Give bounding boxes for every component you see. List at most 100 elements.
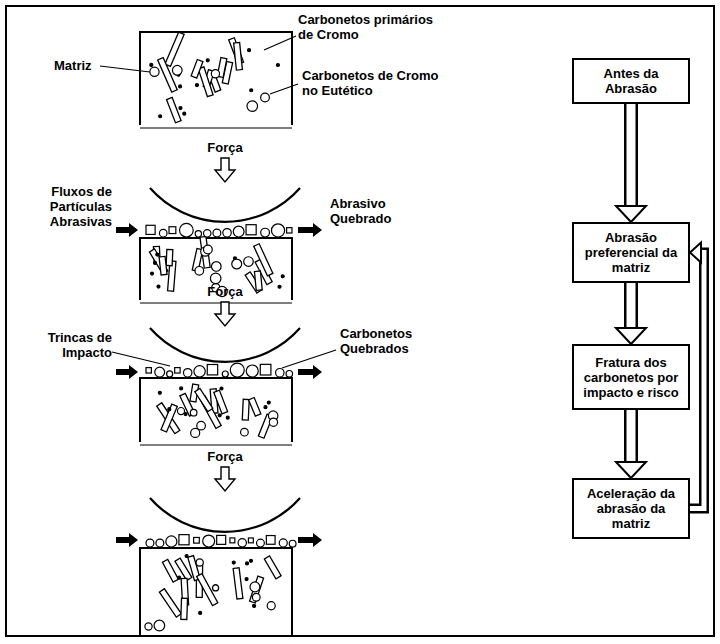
abrasive-particle [194,366,205,377]
box-text: Fratura dos carbonetos por impacto e ris… [580,355,682,400]
leader-line [282,350,336,368]
eutectic-carbide [183,112,186,115]
panel [116,302,322,445]
eutectic-carbide [250,582,260,592]
eutectic-carbide [151,272,154,275]
force-arrow [215,467,235,491]
eutectic-carbide [154,620,165,631]
eutectic-carbide [247,101,258,112]
eutectic-carbide [248,49,251,52]
eutectic-carbide [244,257,254,267]
arrow-shaft-inner [690,253,704,509]
eutectic-carbide [211,262,221,272]
abrasive-particle [222,371,228,377]
eutectic-carbide [264,406,267,409]
eutectic-carbide [177,408,184,415]
eutectic-carbide [168,408,171,411]
box-text: Aceleração da abrasão da matriz [580,486,682,531]
process-box: Abrasão preferencial da matriz [572,222,690,283]
leader-line [264,36,296,50]
abrasive-particle [261,228,270,237]
break-line [140,127,292,128]
label: Trincas de Impacto [14,330,112,360]
eutectic-carbide [232,561,235,564]
abrasive-particle [223,229,231,237]
abrasive-particle [159,229,167,237]
flow-arrow [116,533,138,547]
eutectic-carbide [232,259,242,269]
abrasive-particle [266,536,275,545]
process-box: Aceleração da abrasão da matriz [572,478,690,539]
eutectic-carbide [211,70,219,78]
abrasive-particle [238,539,246,547]
eutectic-carbide [213,585,219,591]
abrasive-particle [260,364,271,375]
label: Carbonetos Quebrados [340,326,440,356]
process-box: Antes da Abrasão [572,58,690,104]
eutectic-carbide [195,267,204,276]
primary-carbide [234,42,243,70]
primary-carbide [181,598,188,619]
eutectic-carbide [269,418,277,426]
arrow-shaft [624,410,638,462]
abrasion-panels [116,32,322,636]
abrasive-particle [179,535,189,545]
primary-carbide [197,574,218,606]
label: Fluxos de Partículas Abrasivas [14,184,112,229]
eutectic-carbide [158,391,161,394]
roller [150,328,300,362]
eutectic-carbide [195,84,198,87]
eutectic-carbide [253,604,256,607]
panel [140,32,292,128]
material-block [140,238,292,300]
eutectic-carbide [190,409,197,416]
primary-carbide [250,576,264,603]
primary-carbide [254,271,262,290]
hollow-arrow [616,410,646,478]
eutectic-carbide [261,93,270,102]
label: Força [185,140,265,155]
abrasive-particle [203,230,210,237]
arrow-head [616,328,646,344]
eutectic-carbide [218,414,221,417]
arrow-shaft-inner [627,283,636,328]
abrasive-particle [271,224,284,237]
panel [116,158,322,303]
eutectic-carbide [203,245,212,254]
hollow-arrow [690,243,704,509]
abrasive-particle [289,540,296,547]
eutectic-carbide [179,107,182,110]
eutectic-carbide [172,65,182,75]
leader-line [100,66,150,72]
abrasive-particle [203,535,215,547]
box-text: Antes da Abrasão [580,66,682,96]
label: Carbonetos de Cromo no Eutético [302,68,442,98]
abrasive-particle [287,228,292,233]
label: Carbonetos primários de Cromo [298,12,448,42]
eutectic-carbide [267,401,270,404]
label: Força [185,284,265,299]
eutectic-carbide [246,562,249,565]
process-box: Fratura dos carbonetos por impacto e ris… [572,344,690,410]
abrasive-particle [146,225,155,234]
eutectic-carbide [267,602,275,610]
arrow-shaft [624,283,638,328]
eutectic-carbide [157,285,160,288]
material-block [140,378,292,442]
abrasive-particle [195,231,201,237]
flow-arrow [116,223,138,237]
material-block [140,32,292,125]
hollow-arrow [616,104,646,222]
arrow-shaft-inner [627,410,636,462]
primary-carbide [191,59,203,78]
flow-arrow [298,365,322,379]
eutectic-carbide [250,89,253,92]
abrasive-particle [230,538,235,543]
primary-carbide [165,32,184,66]
abrasive-particle [230,363,244,377]
abrasive-particle [166,536,177,547]
eutectic-carbide [249,559,252,562]
eutectic-carbide [179,85,182,88]
eutectic-carbide [154,261,157,264]
abrasive-particle [217,535,226,544]
